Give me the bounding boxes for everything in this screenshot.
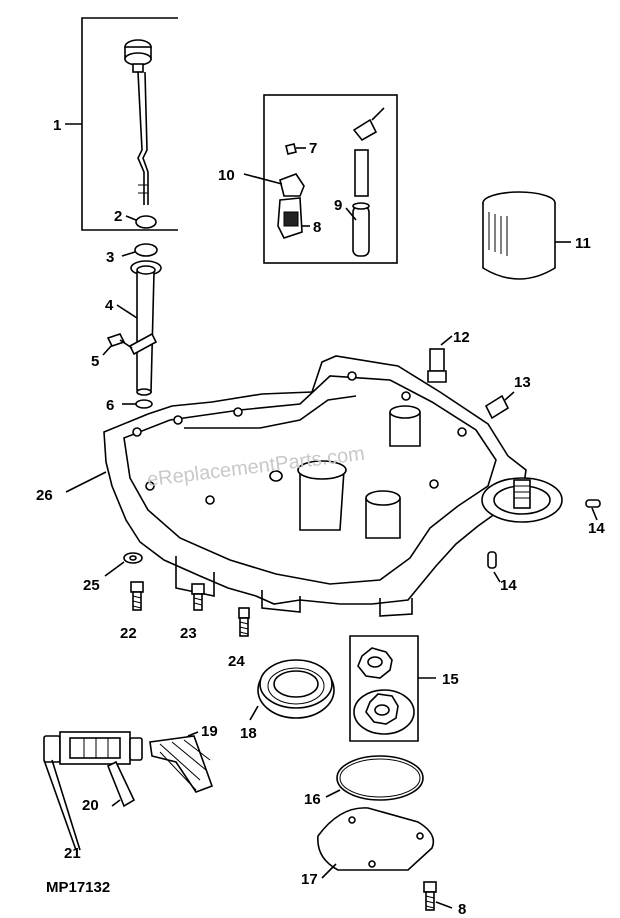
breather-group [243, 94, 398, 264]
callout-20: 20 [82, 797, 99, 814]
callout-15: 15 [442, 671, 459, 688]
callout-17: 17 [301, 871, 318, 888]
callout-9: 9 [334, 197, 342, 214]
callout-4: 4 [105, 297, 114, 314]
callout-8: 8 [313, 219, 321, 236]
callout-21: 21 [64, 845, 81, 862]
pin-14b [487, 551, 501, 583]
oil-filter [482, 191, 571, 280]
callout-25: 25 [83, 577, 100, 594]
bolt-22 [130, 581, 144, 611]
dipstick-tube [116, 260, 162, 396]
dipstick-group [65, 17, 178, 231]
callout-18: 18 [240, 725, 257, 742]
callout-8-bottom: 8 [458, 901, 466, 918]
callout-14a: 14 [588, 520, 605, 537]
screw-5 [102, 333, 133, 356]
bolt-8-bottom [423, 881, 453, 911]
callout-14b: 14 [500, 577, 517, 594]
callout-6: 6 [106, 397, 114, 414]
callout-19: 19 [201, 723, 218, 740]
callout-5: 5 [91, 353, 99, 370]
o-ring-2 [135, 215, 157, 229]
callout-11: 11 [575, 235, 591, 252]
callout-13: 13 [514, 374, 531, 391]
callout-7: 7 [309, 140, 317, 157]
callout-12: 12 [453, 329, 470, 346]
relief-valve [43, 731, 214, 851]
o-ring-3 [134, 243, 158, 257]
bolt-23 [191, 583, 205, 611]
oil-pump-group [349, 635, 436, 742]
reference-code: MP17132 [46, 879, 110, 896]
callout-23: 23 [180, 625, 197, 642]
bolt-24 [238, 607, 250, 637]
plug-13 [484, 391, 515, 420]
o-ring-6 [135, 399, 153, 409]
callout-24: 24 [228, 653, 245, 670]
callout-26: 26 [36, 487, 53, 504]
seal-18 [249, 659, 335, 721]
o-ring-16 [336, 755, 424, 801]
pin-14a [585, 499, 601, 521]
pump-cover [317, 807, 435, 879]
callout-2: 2 [114, 208, 122, 225]
fitting-12 [427, 335, 453, 383]
callout-22: 22 [120, 625, 137, 642]
oil-pan [65, 355, 563, 617]
callout-3: 3 [106, 249, 114, 266]
callout-16: 16 [304, 791, 321, 808]
callout-10: 10 [218, 167, 235, 184]
callout-1: 1 [53, 117, 61, 134]
